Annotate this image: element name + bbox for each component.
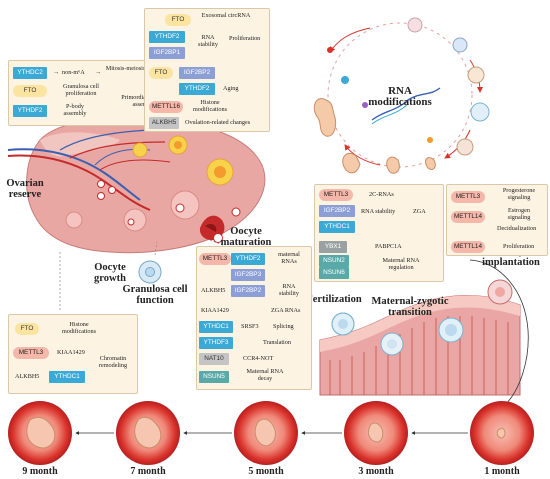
mzt-label: Maternal-zygotic transition — [371, 296, 449, 318]
tag-ythdf2: YTHDF2 — [13, 105, 47, 117]
tag-mettl3: METTL3 — [13, 347, 49, 359]
text-maternal-regulation: Maternal RNA regulation — [382, 257, 420, 271]
pregnancy-timeline — [8, 401, 534, 465]
tag-nsun5: NSUN5 — [199, 371, 229, 383]
tag-nat10: NAT10 — [199, 353, 229, 365]
tag-ythdf2: YTHDF2 — [179, 83, 215, 95]
tag-ythdc1: YTHDC1 — [49, 371, 85, 383]
fertilized-egg — [331, 312, 355, 336]
text-p-body: P-body assembly — [63, 103, 87, 117]
granulosa-label: Granulosa cell function — [122, 284, 188, 306]
tag-ythdf3: YTHDF3 — [199, 337, 233, 349]
tag-mettl3: METTL3 — [451, 191, 485, 203]
ovarian-aging-box: FTO Exosomal circRNA YTHDF2 RNA stabilit… — [144, 8, 270, 132]
text-zga-rnas: ZGA RNAs — [271, 307, 301, 314]
month-label: 5 month — [248, 466, 284, 477]
tag-igf2bp2: IGF2BP2 — [319, 205, 355, 217]
oocyte — [213, 233, 223, 243]
oocyte-growth-label: Oocyte growth — [94, 262, 126, 284]
text-rna-stability: RNA stability — [198, 34, 218, 48]
text-translation: Translation — [263, 339, 291, 346]
tag-igf2bp1: IGF2BP1 — [149, 47, 185, 59]
month-label: 7 month — [130, 466, 166, 477]
tag-ythdf2: YTHDF2 — [231, 253, 265, 265]
tag-alkbh5: ALKBH5 — [149, 117, 179, 129]
text-histone: Histone modifications — [61, 321, 97, 335]
text-exosomal: Exosomal circRNA — [201, 12, 251, 19]
arrow: → — [95, 69, 102, 76]
tag-nsun6: NSUN6 — [319, 267, 349, 279]
text-non-m6a: non-m⁶A — [62, 69, 85, 76]
tag-alkbh5: ALKBH5 — [15, 373, 40, 380]
text-zga: ZGA — [413, 208, 426, 215]
tag-ythdc2: YTHDC2 — [13, 67, 47, 79]
text-granulosa-prolif: Granulosa cell proliferation — [63, 83, 99, 97]
rna-cycle — [313, 17, 490, 174]
rna-modifications-label: RNA modifications — [368, 85, 432, 108]
tag-fto: FTO — [165, 14, 191, 26]
text-rna-stability: RNA stability — [361, 208, 396, 215]
uterus-illustration — [319, 259, 529, 406]
tag-ythdc1: YTHDC1 — [199, 321, 233, 333]
implantation-box: METTL3 Progesterone signaling METTL14 Es… — [446, 184, 548, 256]
text-proliferation: Proliferation — [503, 243, 535, 250]
ovary-illustration — [7, 118, 266, 254]
text-estrogen: Estrogen signaling — [507, 207, 531, 221]
text-mitosis-meiosis: Mitosis-meiosis transition — [105, 65, 171, 72]
text-ovulation: Ovulation-related changes — [185, 119, 251, 126]
tag-fto: FTO — [15, 323, 39, 335]
tag-mettl3: METTL3 — [319, 189, 353, 201]
tag-ythdc1: YTHDC1 — [319, 221, 355, 233]
arrow: → — [53, 69, 60, 76]
tag-igf2bp2: IGF2BP2 — [231, 285, 265, 297]
tag-mettl16: METTL16 — [149, 101, 183, 113]
text-splicing: Splicing — [273, 323, 294, 330]
text-proliferation: Proliferation — [229, 35, 261, 42]
text-maternal-decay: Maternal RNA decay — [246, 368, 284, 382]
text-histone: Histone modifications — [192, 99, 228, 113]
month-label: 9 month — [22, 466, 58, 477]
tag-fto: FTO — [149, 67, 173, 79]
text-maternal-rnas: maternal RNAs — [278, 251, 300, 265]
tag-mettl14: METTL14 — [451, 241, 485, 253]
tag-fto: FTO — [13, 85, 47, 97]
tag-kiaa1429: KIAA1429 — [201, 307, 229, 314]
text-decidualization: Decidualization — [497, 225, 537, 232]
oocyte-maturation-box: METTL3 YTHDF2 maternal RNAs IGF2BP3 ALKB… — [196, 246, 312, 390]
mzt-box: METTL3 2C-RNAs IGF2BP2 RNA stability ZGA… — [314, 184, 444, 282]
text-kiaa1429: KIAA1429 — [57, 349, 85, 356]
text-rna-stability: RNA stability — [279, 283, 299, 297]
text-progesterone: Progesterone signaling — [502, 187, 536, 201]
tag-alkbh5: ALKBH5 — [201, 287, 226, 294]
text-aging: Aging — [223, 85, 239, 92]
text-ccr4-not: CCR4-NOT — [243, 355, 274, 362]
tag-igf2bp2: IGF2BP2 — [179, 67, 215, 79]
tag-igf2bp3: IGF2BP3 — [231, 269, 265, 281]
text-chromatin: Chromatin remodeling — [98, 355, 128, 369]
oocyte-maturation-label: Oocyte maturation — [220, 226, 272, 248]
month-label: 1 month — [484, 466, 520, 477]
oocyte-growth-box: FTO Histone modifications METTL3 KIAA142… — [8, 314, 138, 394]
tag-nsun2: NSUN2 — [319, 255, 349, 267]
fertilization-label: Fertilization — [306, 294, 362, 305]
month-label: 3 month — [358, 466, 394, 477]
tag-mettl3: METTL3 — [199, 253, 231, 265]
granulosa-cell — [138, 260, 162, 284]
tag-ybx1: YBX1 — [319, 241, 347, 253]
tag-mettl14: METTL14 — [451, 211, 485, 223]
ovarian-reserve-label: Ovarian reserve — [6, 178, 44, 200]
tag-ythdf2: YTHDF2 — [149, 31, 185, 43]
text-2c-rnas: 2C-RNAs — [369, 191, 394, 198]
text-pabpc1a: PABPC1A — [375, 243, 402, 250]
text-srsf3: SRSF3 — [241, 323, 259, 330]
